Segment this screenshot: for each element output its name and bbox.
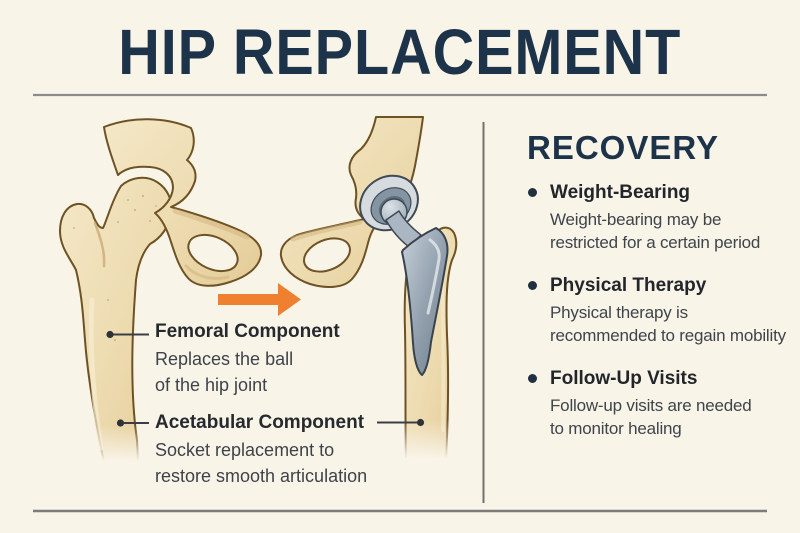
femur-fadeout-right (392, 420, 460, 468)
femur-highlight-right (440, 270, 446, 432)
acetabular-component-desc-line1: Socket replacement to (155, 440, 335, 460)
arrow-right-icon (218, 283, 301, 316)
pelvis-shading (172, 208, 250, 240)
bone-stipple (73, 194, 157, 341)
femoral-pointer-dot (106, 330, 114, 339)
bullet-dot-icon (528, 188, 537, 197)
recovery-item-title: Follow-Up Visits (550, 368, 698, 389)
bullet-dot-icon (528, 374, 537, 383)
recovery-item-title: Physical Therapy (550, 275, 707, 296)
trochanter-crease (93, 221, 106, 268)
femoral-component-title: Femoral Component (155, 321, 340, 342)
femoral-component-desc-line1: Replaces the ball (155, 349, 294, 369)
pelvis-shading-right (290, 219, 363, 242)
femoral-component-callout: Femoral Component Replaces the ball of t… (155, 320, 385, 398)
recovery-item-weight-bearing: Weight-Bearing Weight-bearing may be res… (527, 181, 793, 254)
recovery-item-title: Weight-Bearing (550, 182, 691, 203)
obturator-foramen (187, 233, 239, 273)
recovery-heading: RECOVERY (527, 129, 719, 166)
femur-fadeout (62, 425, 154, 470)
natural-hip-illustration (59, 118, 263, 470)
ring-shading (184, 264, 230, 281)
recovery-item-desc-line1: Follow-up visits are needed (550, 396, 752, 415)
acetabular-pointer-left-dot (116, 419, 125, 427)
acetabular-component-title: Acetabular Component (155, 412, 365, 433)
acetabular-component-callout: Acetabular Component Socket replacement … (155, 411, 395, 489)
recovery-item-desc-line1: Weight-bearing may be (550, 210, 722, 229)
recovery-item-desc-line2: restricted for a certain period (550, 233, 761, 252)
recovery-item-desc-line2: recommended to regain mobility (550, 326, 786, 345)
page-title: HIP REPLACEMENT (118, 16, 682, 88)
recovery-item-desc-line2: to monitor healing (550, 419, 682, 438)
title-bar: HIP REPLACEMENT (0, 20, 800, 84)
acetabular-component-desc-line2: restore smooth articulation (155, 466, 368, 486)
replaced-hip-illustration (279, 116, 460, 468)
recovery-item-physical-therapy: Physical Therapy Physical therapy is rec… (527, 274, 793, 347)
stem-highlight (426, 238, 441, 315)
implant-stem (401, 227, 449, 376)
bullet-dot-icon (528, 281, 537, 290)
recovery-item-desc-line1: Physical therapy is (550, 303, 688, 322)
obturator-foramen-right (303, 237, 351, 273)
recovery-item-follow-up-visits: Follow-Up Visits Follow-up visits are ne… (527, 367, 793, 440)
recovery-panel: RECOVERY Weight-Bearing Weight-bearing m… (527, 131, 793, 460)
acetabular-pointer-right-dot (416, 418, 425, 427)
femoral-component-desc-line2: of the hip joint (155, 375, 268, 395)
implant-neck (385, 210, 422, 248)
